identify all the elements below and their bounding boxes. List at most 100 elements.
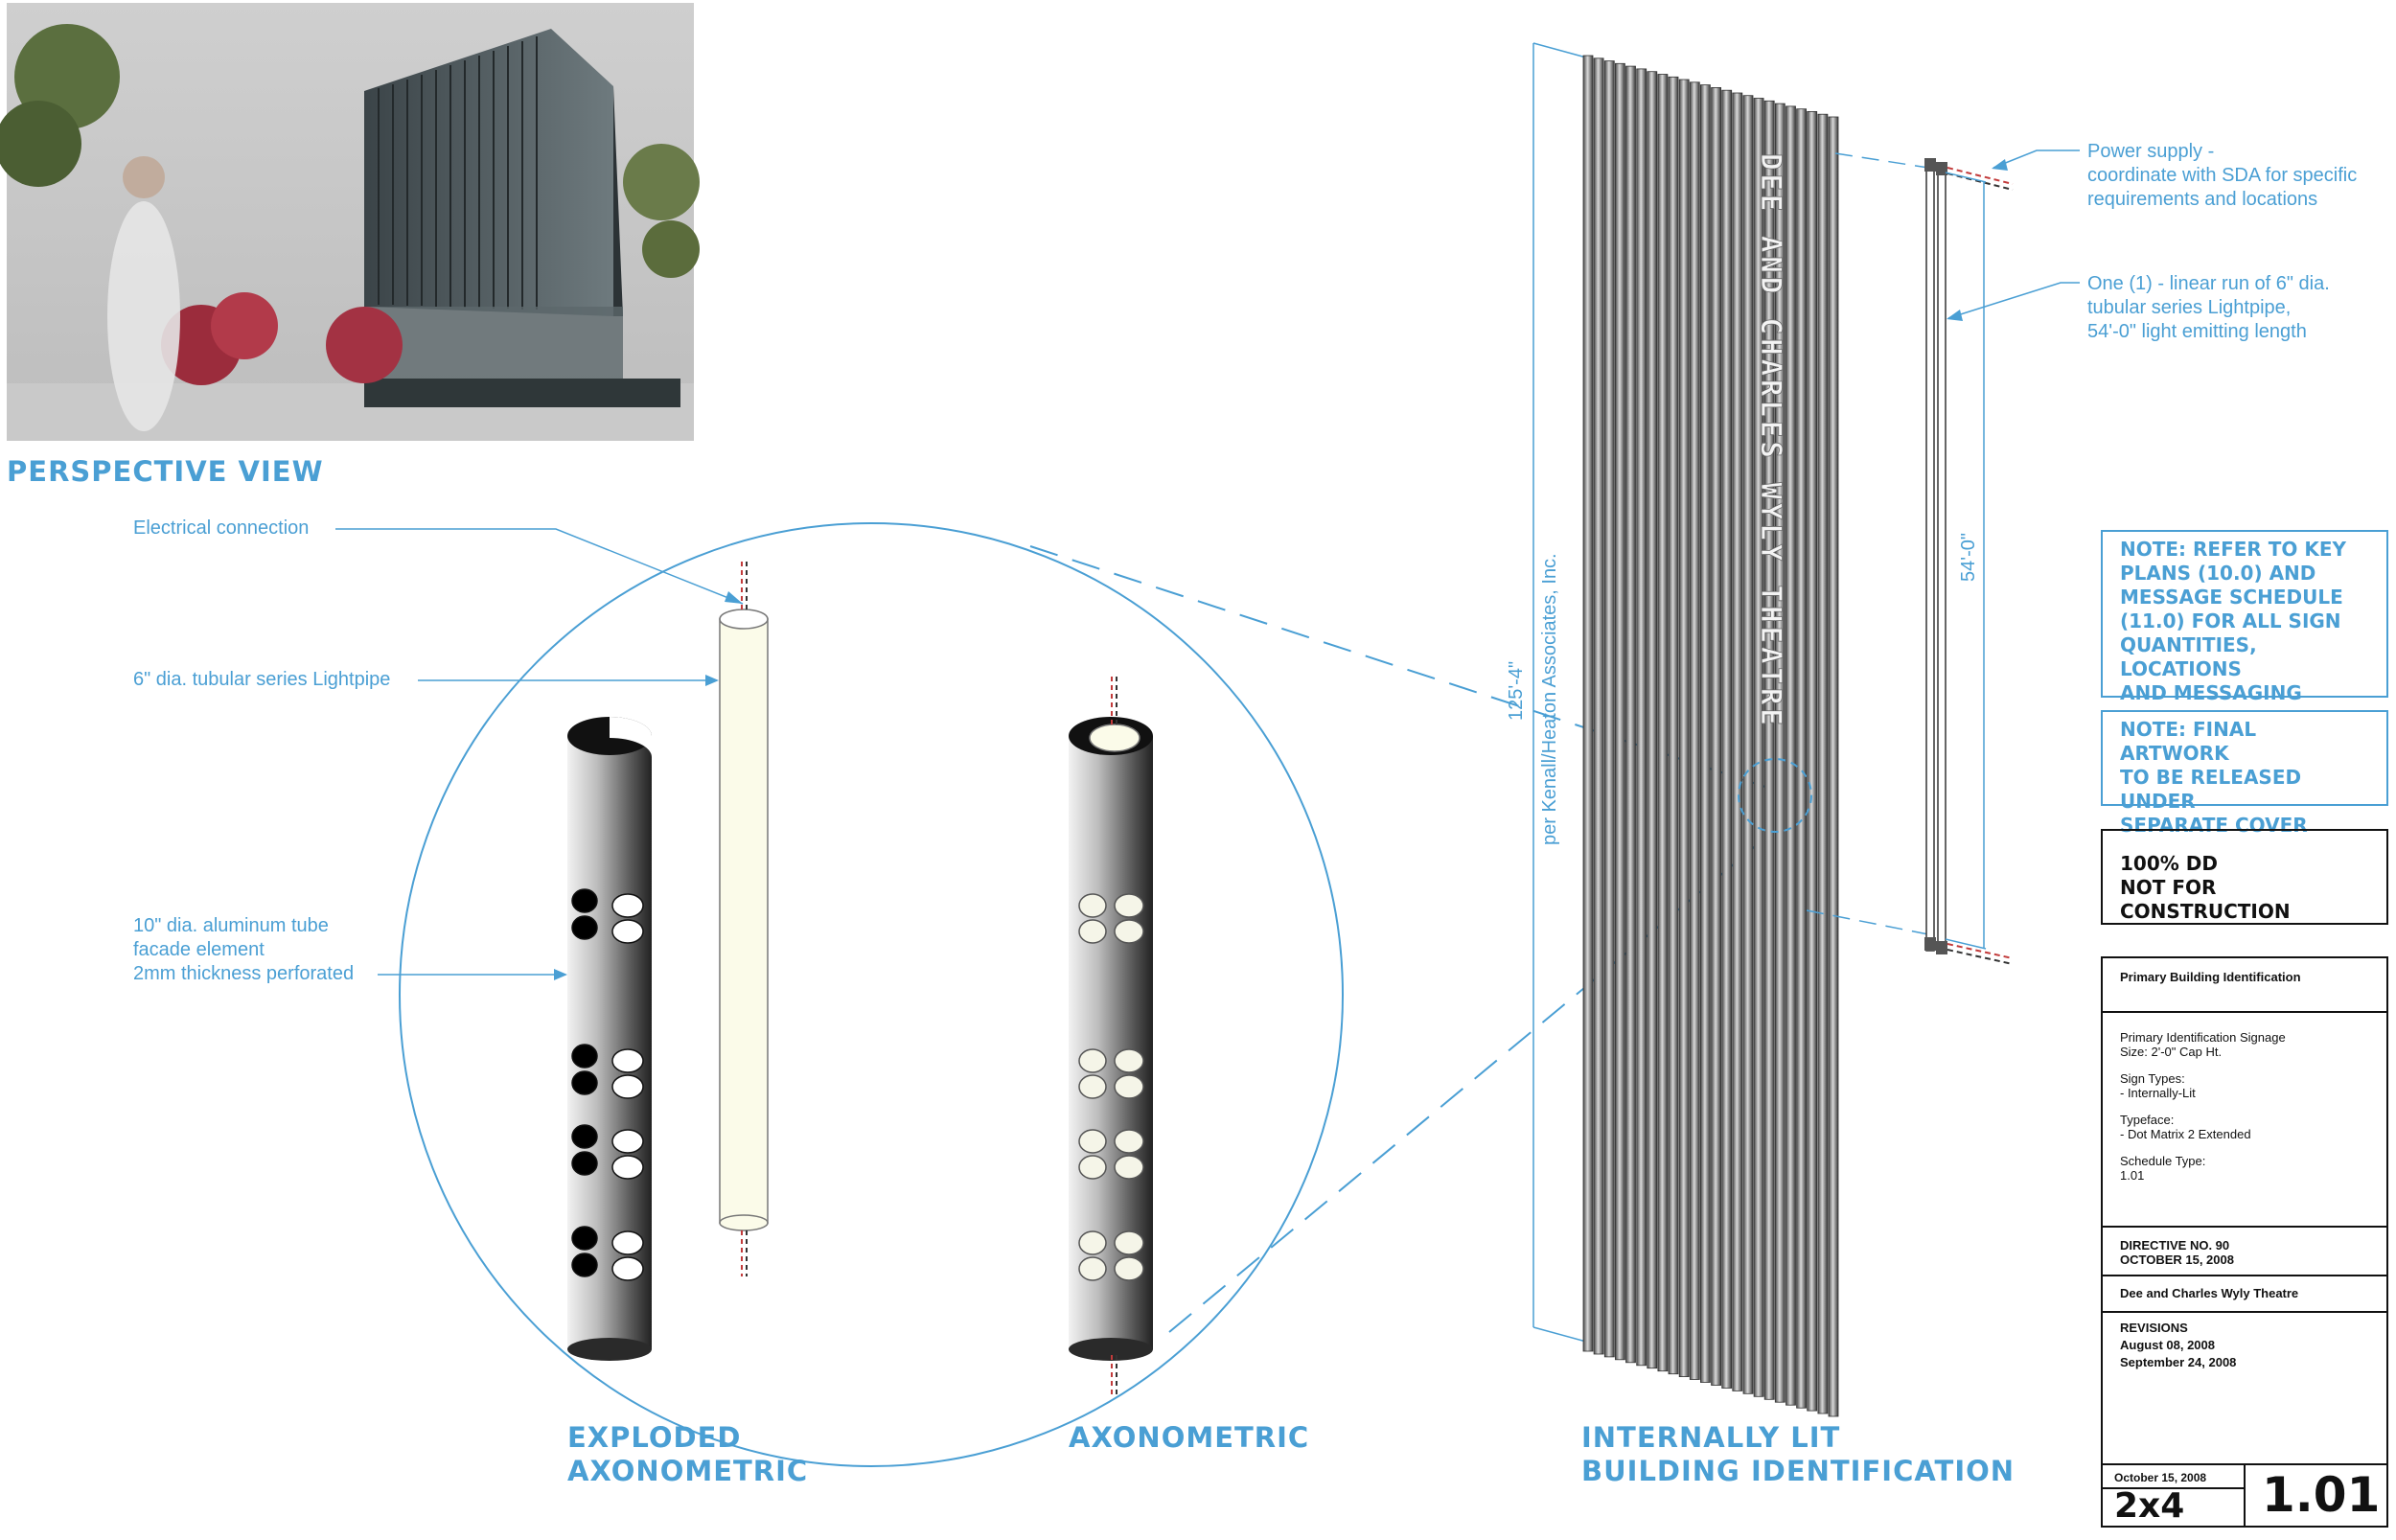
callout-power-line3: requirements and locations xyxy=(2087,189,2318,210)
height-dimension-label: 125'-4" xyxy=(1506,660,1527,721)
facade-fin xyxy=(1657,74,1669,1372)
revision-date: August 08, 2008 xyxy=(2120,1338,2215,1352)
sheet-number: 1.01 xyxy=(2262,1467,2381,1523)
facade-fin xyxy=(1647,71,1658,1369)
schedule-type-label: Schedule Type: xyxy=(2120,1154,2206,1168)
note-key-plans: NOTE: REFER TO KEY PLANS (10.0) AND MESS… xyxy=(2101,530,2388,704)
facade-fin xyxy=(1785,105,1796,1406)
exploded-heading-line2: AXONOMETRIC xyxy=(567,1455,809,1487)
perspective-view-heading: PERSPECTIVE VIEW xyxy=(7,455,324,488)
facade-fin xyxy=(1732,92,1743,1391)
facade-fin xyxy=(1711,87,1721,1386)
note-final-artwork-line: NOTE: FINAL ARTWORK xyxy=(2120,718,2257,765)
callout-run-line1: One (1) - linear run of 6" dia. xyxy=(2087,273,2330,294)
facade-fin xyxy=(1636,68,1647,1367)
note-final-artwork: NOTE: FINAL ARTWORK TO BE RELEASED UNDER… xyxy=(2101,710,2388,837)
internally-lit-heading-line2: BUILDING IDENTIFICATION xyxy=(1581,1455,2016,1487)
facade-fin xyxy=(1700,84,1711,1383)
status-line1: 100% DD xyxy=(2120,852,2218,875)
facade-fin xyxy=(1774,103,1785,1403)
facade-fin xyxy=(1668,76,1679,1375)
divider xyxy=(2103,1226,2386,1228)
perspective-building-fins xyxy=(378,36,538,310)
lightpipe-extension-lines xyxy=(1806,152,1929,935)
sheet-title: Primary Building Identification xyxy=(2120,970,2301,984)
status-box: 100% DD NOT FOR CONSTRUCTION xyxy=(2101,829,2388,925)
facade-fin xyxy=(1796,108,1807,1409)
facade-fin xyxy=(1807,111,1818,1412)
project-name: Dee and Charles Wyly Theatre xyxy=(2120,1286,2299,1300)
facade-fin xyxy=(1625,65,1636,1364)
firm-logo: 2x4 xyxy=(2114,1486,2185,1526)
note-final-artwork-line: TO BE RELEASED UNDER xyxy=(2120,766,2302,813)
callout-run-line2: tubular series Lightpipe, xyxy=(2087,297,2292,318)
callout-run-line3: 54'-0" light emitting length xyxy=(2087,321,2307,342)
facade-fin xyxy=(1689,81,1700,1380)
directive-date: OCTOBER 15, 2008 xyxy=(2120,1253,2234,1267)
callout-power-line2: coordinate with SDA for specific xyxy=(2087,165,2358,186)
callout-electrical-connection: Electrical connection xyxy=(133,517,310,539)
status-line2: NOT FOR CONSTRUCTION xyxy=(2120,876,2291,923)
facade-lettering: DEE AND CHARLES WYLY THEATRE xyxy=(1755,153,1787,729)
spec-line2: Size: 2'-0" Cap Ht. xyxy=(2120,1045,2223,1059)
note-key-plans-line: NOTE: REFER TO KEY xyxy=(2120,538,2347,561)
divider xyxy=(2244,1463,2246,1528)
divider xyxy=(2103,1275,2386,1276)
perforation-pattern xyxy=(571,888,644,1281)
note-key-plans-line: AND MESSAGING xyxy=(2120,681,2302,704)
height-dimension xyxy=(1532,42,1587,1343)
facade-fin xyxy=(1763,100,1775,1400)
callout-tube-line3: 2mm thickness perforated xyxy=(133,963,355,984)
facade-fin xyxy=(1593,57,1604,1355)
exploded-lightpipe xyxy=(719,562,769,1276)
perspective-photo xyxy=(0,3,700,441)
right-callout-arrowheads xyxy=(1947,159,2008,321)
callout-leaders xyxy=(335,528,744,976)
facade-fin xyxy=(1828,116,1839,1417)
axonometric-tube xyxy=(1069,677,1153,1395)
divider xyxy=(2103,1487,2244,1489)
spec-block: Primary Identification Signage Size: 2'-… xyxy=(2120,1030,2286,1183)
callout-tube-line1: 10" dia. aluminum tube xyxy=(133,915,329,936)
typeface-label: Typeface: xyxy=(2120,1113,2175,1127)
exploded-perforated-tube xyxy=(567,717,652,1361)
note-key-plans-line: MESSAGE SCHEDULE xyxy=(2120,586,2343,609)
sign-types-value: - Internally-Lit xyxy=(2120,1086,2196,1100)
callout-arrowheads xyxy=(554,591,743,980)
sign-types-label: Sign Types: xyxy=(2120,1071,2185,1086)
typeface-value: - Dot Matrix 2 Extended xyxy=(2120,1127,2251,1141)
facade-fin xyxy=(1753,98,1764,1397)
right-callout-leaders xyxy=(1947,149,2080,319)
facade-detail-marker xyxy=(1738,758,1812,833)
callout-lightpipe: 6" dia. tubular series Lightpipe xyxy=(133,669,391,690)
internally-lit-heading-line1: INTERNALLY LIT xyxy=(1581,1421,1841,1454)
callout-tube-line2: facade element xyxy=(133,939,265,960)
facade-fin xyxy=(1615,62,1625,1361)
facade-fin xyxy=(1582,55,1594,1352)
directive-number: DIRECTIVE NO. 90 xyxy=(2120,1238,2230,1253)
revisions-label: REVISIONS xyxy=(2120,1321,2188,1335)
facade-fin xyxy=(1721,89,1733,1389)
facade-fin xyxy=(1603,60,1615,1358)
exploded-heading-line1: EXPLODED xyxy=(567,1421,742,1454)
axonometric-heading: AXONOMETRIC xyxy=(1069,1421,1310,1454)
detail-circle xyxy=(399,522,1344,1467)
schedule-type-value: 1.01 xyxy=(2120,1168,2145,1183)
note-key-plans-line: PLANS (10.0) AND xyxy=(2120,562,2316,585)
issue-date: October 15, 2008 xyxy=(2114,1471,2207,1484)
note-key-plans-line: QUANTITIES, LOCATIONS xyxy=(2120,633,2257,680)
callout-power-line1: Power supply - xyxy=(2087,141,2215,162)
length-dimension-label: 54'-0" xyxy=(1958,533,1979,582)
length-dimension xyxy=(1945,172,1987,950)
height-dimension-note: per Kenall/Heaton Associates, Inc. xyxy=(1539,553,1560,845)
facade-fin xyxy=(1678,79,1690,1377)
divider xyxy=(2103,1011,2386,1013)
note-key-plans-line: (11.0) FOR ALL SIGN xyxy=(2120,609,2341,632)
spec-line1: Primary Identification Signage xyxy=(2120,1030,2286,1045)
divider xyxy=(2103,1311,2386,1313)
facade-fin xyxy=(1817,113,1829,1414)
title-block: Primary Building Identification Primary … xyxy=(2101,956,2388,1528)
facade-fin xyxy=(1742,95,1754,1394)
revision-date: September 24, 2008 xyxy=(2120,1355,2237,1369)
